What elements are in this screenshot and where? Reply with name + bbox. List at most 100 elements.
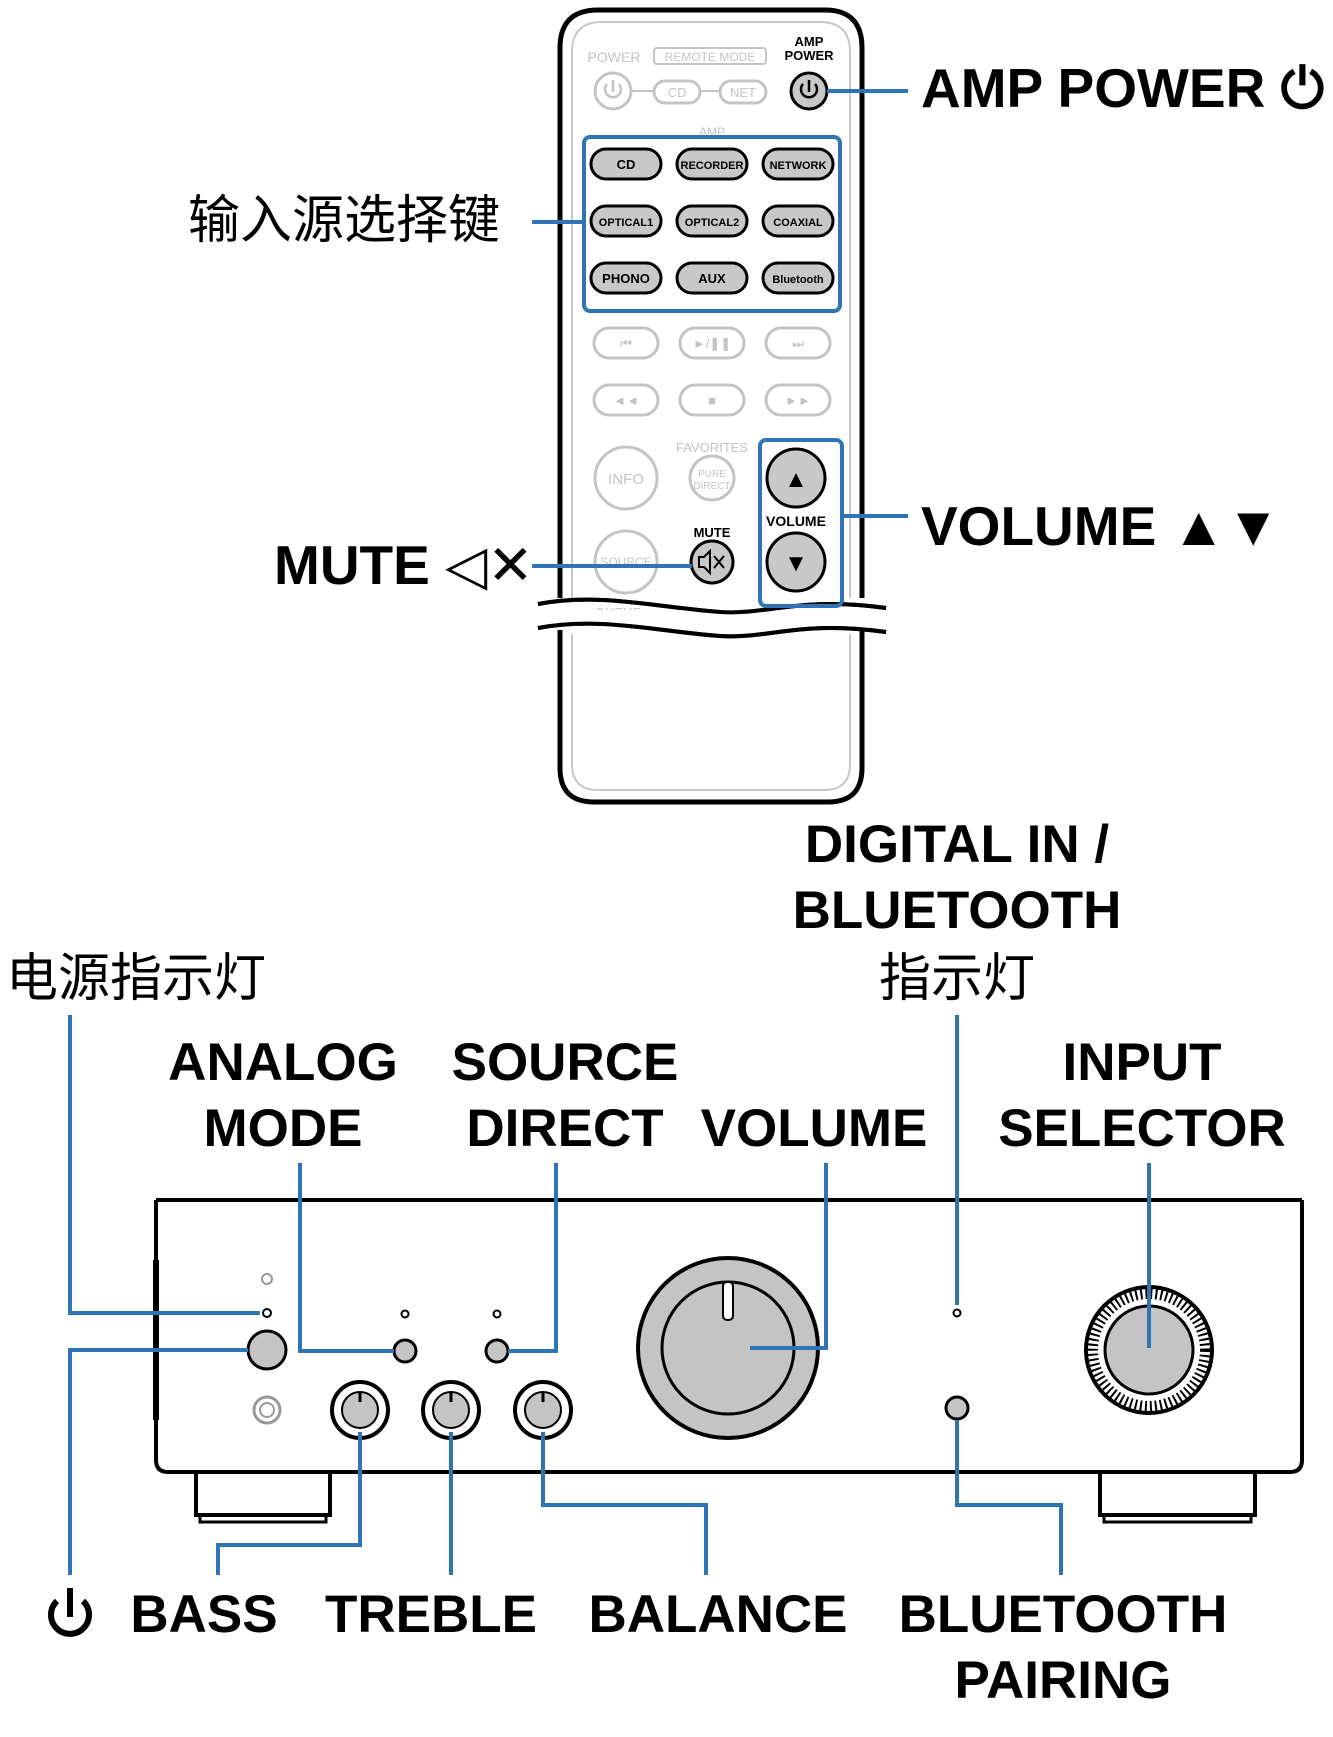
svg-text:►/❚❚: ►/❚❚ — [693, 336, 731, 352]
stop-button[interactable]: ■ — [678, 383, 746, 417]
input-selector-label-1: INPUT — [1063, 1033, 1222, 1092]
analog-mode-button[interactable] — [392, 1338, 418, 1364]
volume-callout: VOLUME ▲▼ — [921, 495, 1280, 557]
left-foot-base — [198, 1515, 328, 1524]
favorites-label: FAVORITES — [676, 440, 748, 455]
power-button-leader — [68, 1348, 248, 1575]
svg-text:CD: CD — [668, 85, 687, 100]
skip-back-button[interactable]: ⏮ — [592, 326, 660, 360]
right-foot-base — [1102, 1515, 1253, 1524]
treble-label: TREBLE — [325, 1585, 537, 1644]
mute-button[interactable] — [689, 539, 735, 585]
svg-text:AUX: AUX — [698, 271, 726, 286]
remote-body-bottom-inner — [571, 620, 851, 791]
source-direct-label-2: DIRECT — [466, 1099, 663, 1158]
power-symbol-label — [48, 1588, 92, 1637]
input-button-optical1[interactable]: OPTICAL1 — [589, 204, 663, 238]
digital-in-label-2: BLUETOOTH — [793, 881, 1122, 940]
amp-power-button[interactable] — [789, 71, 829, 111]
volume-knob[interactable] — [636, 1256, 820, 1440]
input-button-optical2[interactable]: OPTICAL2 — [675, 204, 749, 238]
rewind-button[interactable]: ◄◄ — [592, 383, 660, 417]
mute-callout: MUTE ◁✕ — [274, 534, 533, 596]
volume-panel-label: VOLUME — [701, 1099, 928, 1158]
balance-leader — [541, 1432, 708, 1575]
svg-text:OPTICAL2: OPTICAL2 — [685, 217, 739, 229]
input-button-network[interactable]: NETWORK — [761, 147, 835, 181]
bass-label: BASS — [130, 1585, 277, 1644]
source-direct-button[interactable] — [484, 1338, 510, 1364]
input-button-cd[interactable]: CD — [589, 147, 663, 181]
svg-text:NET: NET — [730, 85, 756, 100]
volume-down-button[interactable]: ▼ — [765, 531, 827, 593]
remote-body-bottom — [557, 620, 865, 805]
balance-knob[interactable] — [513, 1380, 573, 1440]
amp-power-label-1: AMP — [795, 34, 824, 49]
remote-mode-label: REMOTE MODE — [665, 50, 756, 64]
amp-power-label-2: POWER — [784, 48, 834, 63]
bt-pairing-leader — [955, 1420, 1063, 1575]
bt-pairing-label-1: BLUETOOTH — [899, 1585, 1228, 1644]
amplifier-front-panel — [153, 1198, 1304, 1524]
digital-in-label-3: 指示灯 — [879, 949, 1035, 1009]
remote-control: POWER REMOTE MODE CD NET AMP POWER AMP C… — [530, 7, 890, 805]
source-direct-indicator — [492, 1309, 502, 1319]
source-direct-leader — [508, 1163, 558, 1353]
svg-text:RECORDER: RECORDER — [681, 160, 744, 172]
play-pause-button[interactable]: ►/❚❚ — [678, 326, 746, 360]
net-mode-button[interactable]: NET — [718, 79, 768, 105]
mute-icon — [698, 548, 725, 576]
break-gap — [530, 610, 890, 624]
digital-in-indicator — [952, 1308, 962, 1318]
analog-mode-label-1: ANALOG — [168, 1033, 398, 1092]
input-button-phono[interactable]: PHONO — [589, 261, 663, 295]
power-icon — [603, 83, 623, 99]
analog-mode-label-2: MODE — [204, 1099, 363, 1158]
input-button-aux[interactable]: AUX — [675, 261, 749, 295]
power-button[interactable] — [246, 1329, 288, 1371]
standby-indicator — [261, 1273, 273, 1285]
svg-text:CD: CD — [617, 157, 636, 172]
power-indicator-leader — [68, 1015, 260, 1315]
svg-text:NETWORK: NETWORK — [770, 160, 827, 172]
svg-text:⏮: ⏮ — [620, 336, 632, 351]
skip-forward-button[interactable]: ⏭ — [764, 326, 832, 360]
left-foot — [194, 1470, 332, 1517]
cd-mode-button[interactable]: CD — [652, 79, 702, 105]
remote-mode-frame — [653, 47, 767, 65]
svg-text:Bluetooth: Bluetooth — [772, 274, 824, 286]
info-button[interactable]: INFO — [593, 445, 659, 511]
bass-leader — [216, 1432, 362, 1575]
input-button-recorder[interactable]: RECORDER — [675, 147, 749, 181]
input-selector-knob[interactable] — [1084, 1285, 1214, 1415]
remote-body-inner — [571, 21, 851, 620]
source-button[interactable]: SOURCE — [593, 529, 659, 595]
remote-power-button[interactable] — [593, 71, 633, 111]
svg-text:DIRECT: DIRECT — [693, 481, 730, 492]
power-icon — [799, 83, 819, 99]
right-foot — [1098, 1470, 1257, 1517]
amp-power-callout: AMP POWER ⏻ — [921, 57, 1324, 119]
break-wave-bottom-line — [537, 621, 887, 639]
volume-up-button[interactable]: ▲ — [765, 447, 827, 509]
svg-text:▼: ▼ — [784, 550, 808, 577]
power-icon — [48, 1598, 92, 1637]
input-button-bluetooth[interactable]: Bluetooth — [761, 261, 835, 295]
input-selector-label-2: SELECTOR — [998, 1099, 1286, 1158]
input-button-coaxial[interactable]: COAXIAL — [761, 204, 835, 238]
fast-forward-button[interactable]: ►► — [764, 383, 832, 417]
input-buttons-grid: CD RECORDER NETWORK OPTICAL1 OPTICAL2 COAXIAL… — [589, 147, 835, 295]
pure-direct-button[interactable]: PURE DIRECT — [688, 454, 736, 502]
treble-knob[interactable] — [421, 1380, 481, 1440]
analog-mode-leader — [298, 1163, 394, 1353]
bt-pairing-label-2: PAIRING — [955, 1651, 1172, 1710]
volume-highlight — [758, 438, 844, 608]
bass-knob[interactable] — [330, 1380, 390, 1440]
bluetooth-pairing-button[interactable] — [944, 1395, 970, 1421]
volume-leader-panel — [750, 1163, 828, 1350]
analog-mode-indicator — [400, 1309, 410, 1319]
power-indicator — [262, 1308, 272, 1318]
balance-label: BALANCE — [588, 1585, 847, 1644]
svg-text:►►: ►► — [785, 393, 811, 408]
headphone-jack — [252, 1395, 282, 1425]
